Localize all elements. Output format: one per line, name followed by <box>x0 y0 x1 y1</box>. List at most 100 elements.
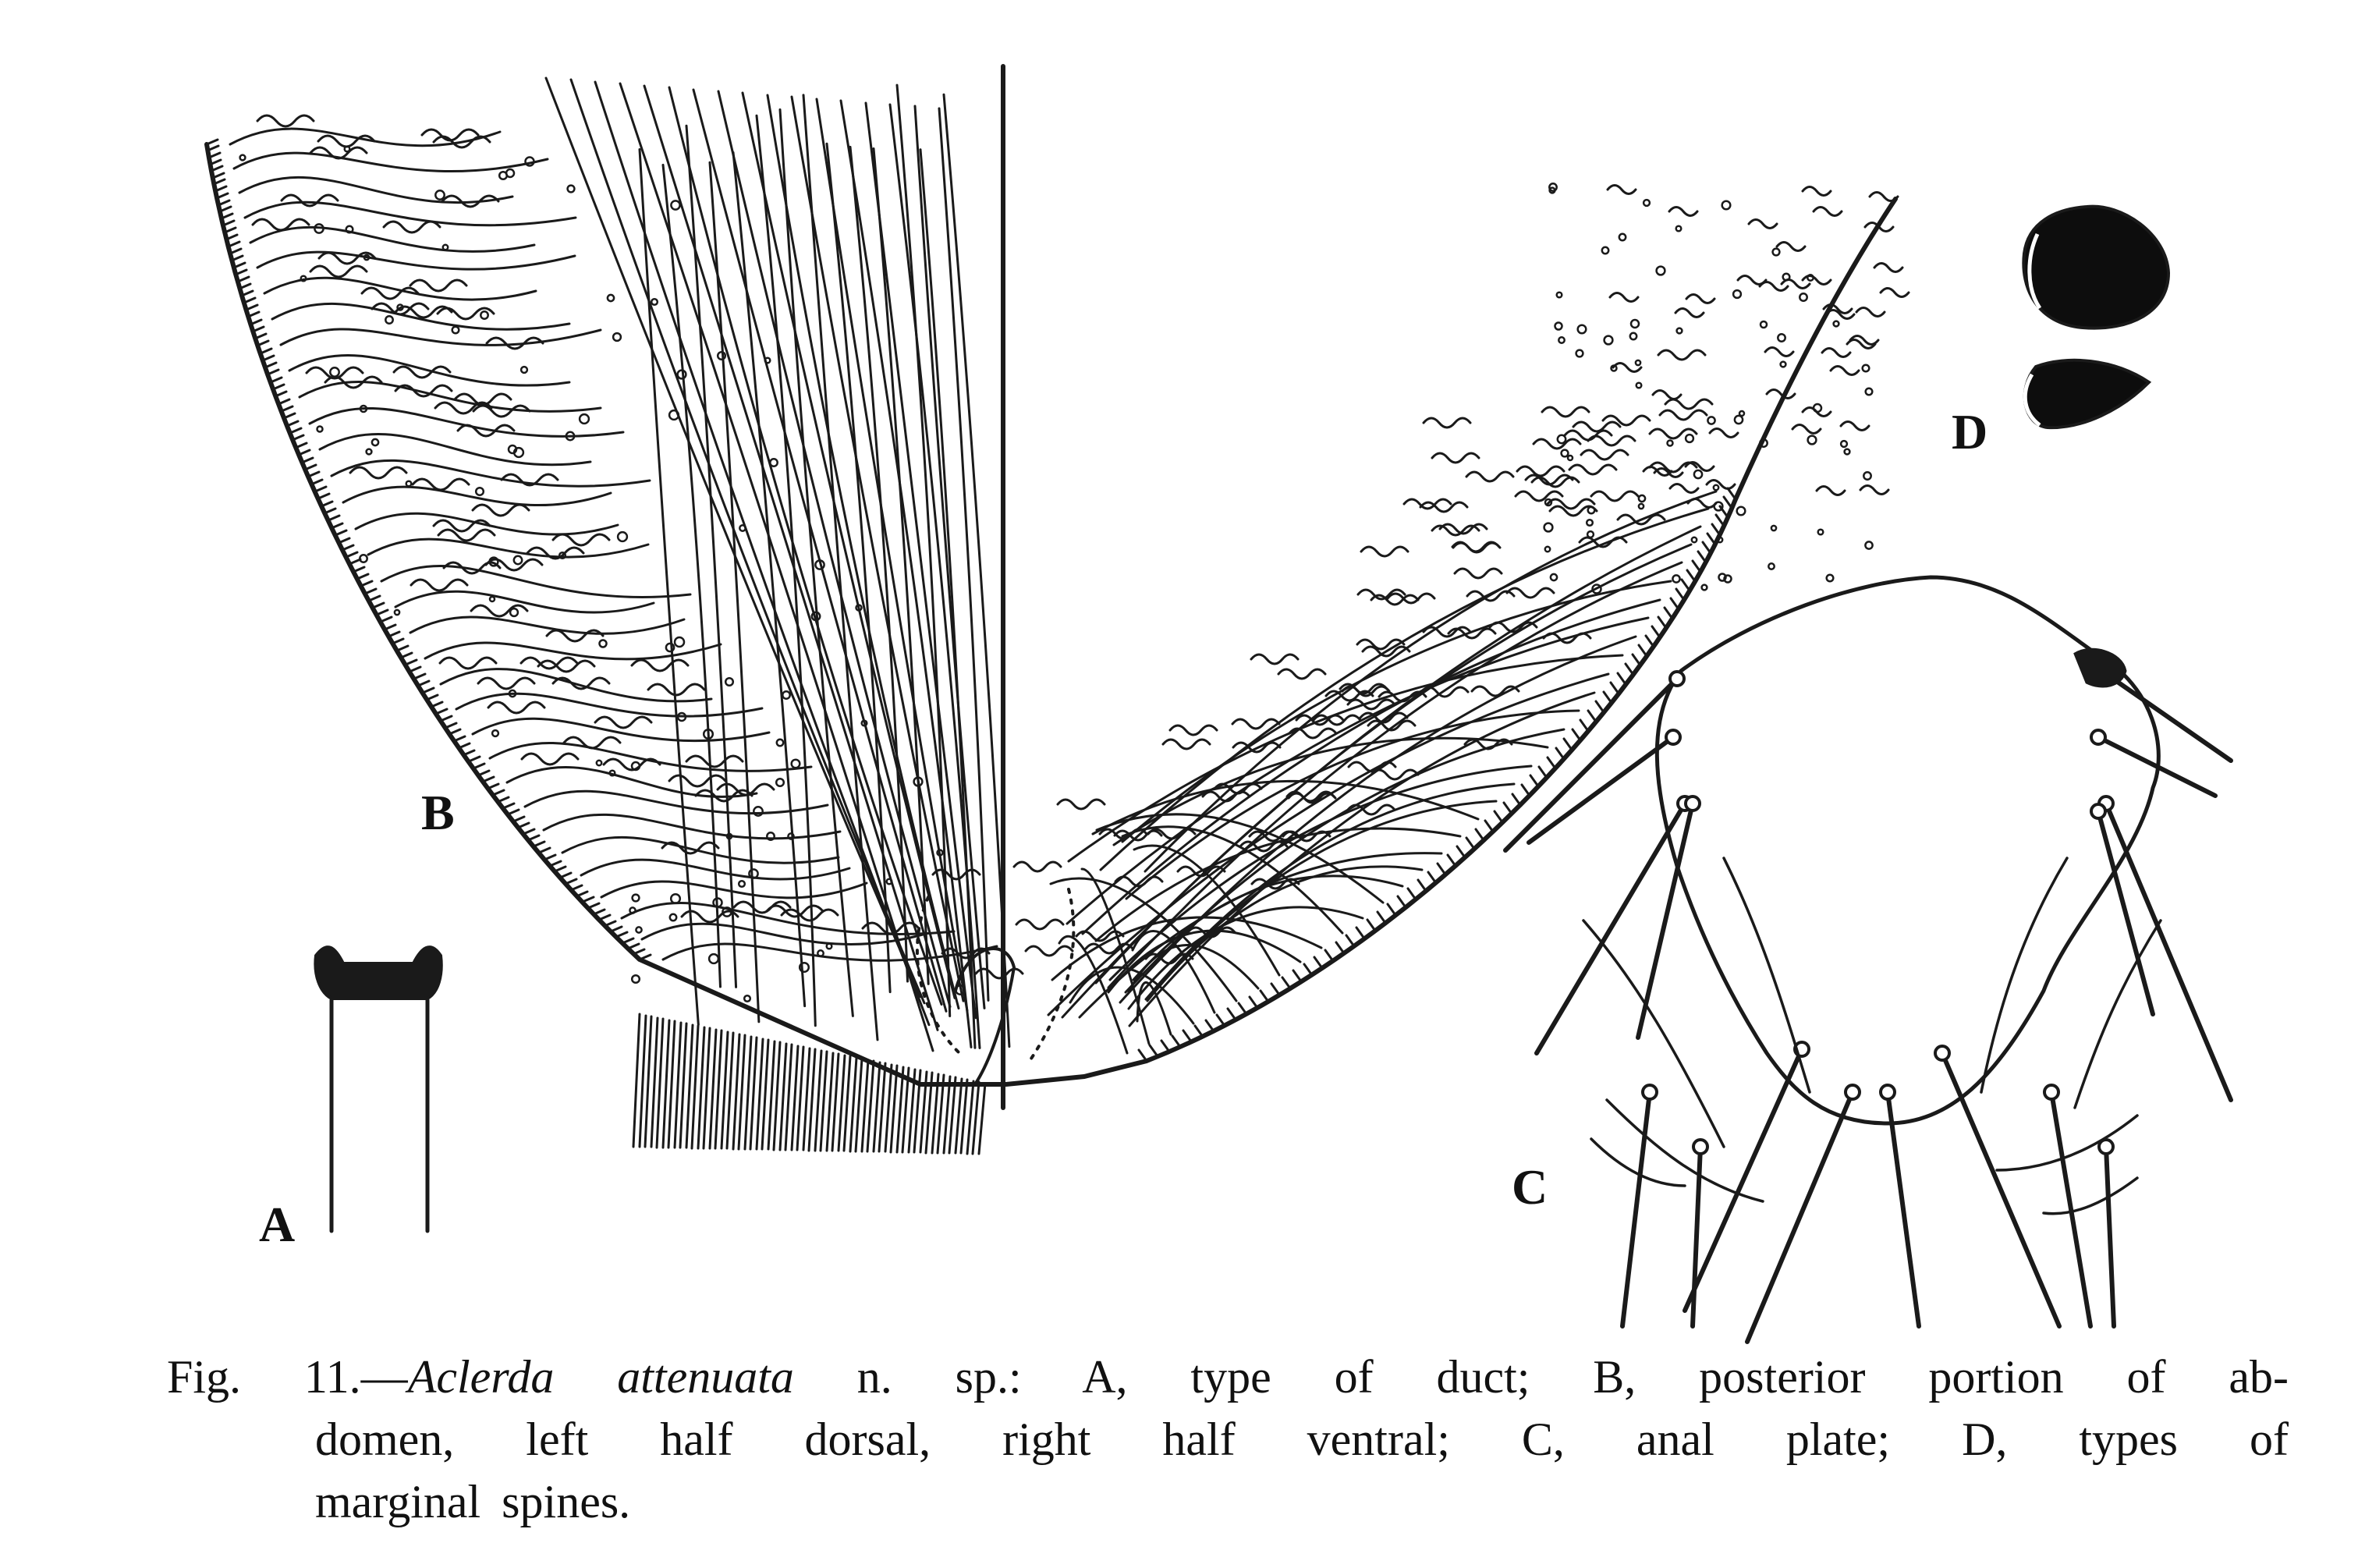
ventral-pore <box>1675 225 1683 232</box>
marginal-seta <box>352 566 366 573</box>
dorsal-stria <box>938 107 990 1002</box>
marginal-seta <box>323 507 337 515</box>
ventral-squiggle <box>1685 293 1716 304</box>
ventral-squiggle <box>1514 490 1564 502</box>
dorsal-stria <box>778 108 854 1017</box>
ventral-marginal-seta <box>1259 989 1270 1003</box>
ventral-hair <box>632 1013 641 1148</box>
marginal-seta <box>317 492 331 500</box>
seta-socket <box>1684 795 1701 812</box>
ventral-hair <box>971 1080 980 1155</box>
ventral-squiggle <box>1356 638 1406 651</box>
ventral-pore <box>1707 416 1716 425</box>
marginal-seta <box>491 789 505 796</box>
ventral-squiggle <box>1578 536 1628 548</box>
ventral-squiggle <box>1419 501 1469 513</box>
ventral-pore <box>1832 320 1840 328</box>
marginal-seta <box>430 701 444 708</box>
dorsal-squiggle <box>484 558 544 572</box>
anal-plate-fold <box>1605 1098 1764 1203</box>
ventral-pore <box>1732 289 1743 300</box>
dorsal-pore <box>524 156 535 167</box>
ventral-squiggle <box>1616 513 1666 526</box>
ventral-pore <box>1723 574 1732 584</box>
marginal-seta <box>587 902 601 910</box>
ventral-marginal-seta <box>1366 918 1377 932</box>
marginal-seta <box>291 434 305 442</box>
dorsal-pore <box>753 806 764 817</box>
marginal-seta <box>307 470 321 478</box>
ventral-squiggle <box>1015 918 1065 931</box>
dorsal-squiggle <box>251 218 310 232</box>
dorsal-squiggle <box>470 604 529 618</box>
ventral-marginal-seta <box>1160 1039 1171 1053</box>
dorsal-pore <box>766 832 775 841</box>
ventral-squiggle <box>1356 588 1406 601</box>
ventral-squiggle <box>1747 218 1778 229</box>
ventral-stria <box>1094 827 1462 942</box>
dorsal-stria <box>717 90 952 1009</box>
dorsal-pores <box>239 145 1874 1003</box>
ventral-squiggle <box>1168 724 1218 736</box>
dorsal-pore <box>598 639 608 648</box>
dorsal-stria <box>238 176 514 204</box>
ventral-squiggle <box>1186 926 1236 938</box>
ventral-pore <box>1839 439 1849 449</box>
dorsal-squiggle <box>732 900 792 914</box>
ventral-squiggle <box>1422 417 1472 429</box>
seta-socket <box>1844 1084 1861 1101</box>
caption-line-3: marginal spines. <box>315 1476 631 1527</box>
ventral-hair <box>778 1042 788 1151</box>
marginal-seta <box>230 254 244 262</box>
ventral-marginal-seta <box>1335 941 1346 955</box>
marginal-seta <box>360 580 374 587</box>
dorsal-pore <box>810 611 821 622</box>
marginal-seta <box>211 172 225 179</box>
dorsal-squiggle <box>551 676 611 690</box>
marginal-seta <box>363 587 378 595</box>
duct-drawing <box>314 945 443 1233</box>
ventral-squiggle <box>1829 365 1860 376</box>
marginal-seta <box>506 808 520 816</box>
ventral-hair <box>895 1066 905 1154</box>
anal-seta <box>1940 1051 2062 1329</box>
dorsal-pore <box>724 676 735 687</box>
dorsal-squiggle <box>716 782 775 796</box>
dorsal-squiggle <box>500 473 559 487</box>
dorsal-squiggle <box>392 365 452 379</box>
dorsal-pore <box>488 595 496 603</box>
marginal-seta <box>421 686 435 694</box>
ventral-pore <box>1736 506 1746 516</box>
dorsal-stria <box>542 813 842 840</box>
ventral-hair <box>966 1080 975 1155</box>
ventral-pore <box>1675 327 1683 335</box>
ventral-pore <box>1693 469 1704 480</box>
ventral-squiggle <box>1465 470 1515 483</box>
marginal-seta <box>261 354 275 362</box>
dorsal-squiggle <box>432 135 491 149</box>
ventral-squiggle <box>1056 798 1106 811</box>
seta-socket <box>1665 729 1682 746</box>
dorsal-squiggle <box>487 701 546 715</box>
anal-plate-setae <box>1503 655 2233 1344</box>
dorsal-pore <box>702 728 714 740</box>
marginal-seta <box>314 485 328 493</box>
ventral-pore <box>1560 449 1569 458</box>
dorsal-pore <box>396 303 404 311</box>
ventral-marginal-seta <box>1270 982 1281 996</box>
dorsal-pore <box>441 243 449 251</box>
ventral-marginal-seta <box>1148 1044 1159 1058</box>
marginal-seta <box>496 796 510 804</box>
ventral-hair <box>931 1073 940 1155</box>
ventral-squiggle <box>1648 427 1698 440</box>
anal-plate-fold <box>1995 1114 2139 1172</box>
ventral-pore <box>1770 524 1778 532</box>
dorsal-pore <box>488 556 499 567</box>
ventral-pore <box>1712 484 1720 491</box>
dorsal-pore <box>365 448 373 456</box>
ventral-pore <box>1610 364 1618 372</box>
ventral-pore <box>1863 471 1872 481</box>
ventral-squiggle <box>1765 388 1796 399</box>
marginal-seta <box>626 942 640 950</box>
ventral-hair <box>948 1076 957 1155</box>
